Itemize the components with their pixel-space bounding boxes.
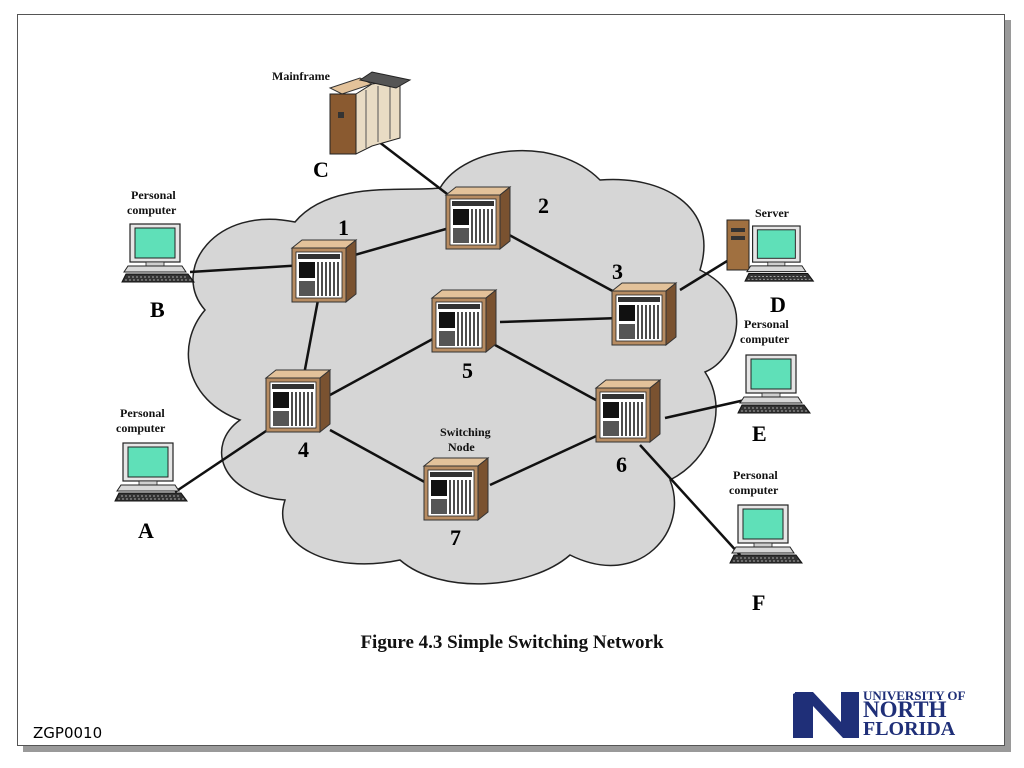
node-number-4: 4 bbox=[298, 437, 309, 462]
link-4-a bbox=[174, 423, 276, 494]
node-number-7: 7 bbox=[450, 525, 461, 550]
link-1-4 bbox=[301, 299, 320, 381]
unf-n-logo-icon bbox=[793, 692, 859, 738]
university-logo: UNIVERSITY OF NORTH FLORIDA bbox=[793, 688, 993, 740]
logo-line1: UNIVERSITY OF bbox=[863, 688, 966, 703]
pc-b-icon bbox=[121, 223, 195, 283]
mainframe-letter: C bbox=[313, 157, 329, 182]
switching-node-6 bbox=[595, 379, 661, 443]
slide-id: ZGP0010 bbox=[33, 724, 103, 742]
pc-b-label-line1: Personal bbox=[131, 188, 176, 202]
switching-node-2 bbox=[445, 186, 511, 250]
switching-node-7 bbox=[423, 457, 489, 521]
switching-node-label-line2: Node bbox=[448, 440, 475, 454]
pc-a-letter: A bbox=[138, 518, 154, 543]
switching-node-label-line1: Switching bbox=[440, 425, 491, 439]
mainframe-icon bbox=[328, 71, 412, 155]
server-icon bbox=[726, 219, 814, 282]
network-links bbox=[174, 134, 746, 556]
logo-line3: FLORIDA bbox=[863, 718, 956, 740]
switching-node-3 bbox=[611, 282, 677, 346]
server-letter: D bbox=[770, 292, 786, 317]
pc-e-letter: E bbox=[752, 421, 767, 446]
link-4-5 bbox=[329, 333, 441, 397]
node-number-6: 6 bbox=[616, 452, 627, 477]
node-number-3: 3 bbox=[612, 259, 623, 284]
pc-f-icon bbox=[729, 504, 803, 564]
link-5-6 bbox=[494, 343, 606, 407]
switching-node-5 bbox=[431, 289, 497, 353]
pc-e-icon bbox=[737, 354, 811, 414]
pc-a-label-line1: Personal bbox=[120, 406, 165, 420]
pc-f-label-line2: computer bbox=[729, 483, 779, 497]
pc-b-label-line2: computer bbox=[127, 203, 177, 217]
link-2-3 bbox=[499, 228, 621, 297]
switching-node-1 bbox=[291, 239, 357, 303]
pc-a-label-line2: computer bbox=[116, 421, 166, 435]
pc-e-label-line2: computer bbox=[740, 332, 790, 346]
link-5-3 bbox=[499, 316, 621, 324]
logo-line2: NORTH bbox=[863, 697, 947, 722]
link-6-e bbox=[664, 398, 746, 420]
link-6-f bbox=[639, 444, 741, 556]
node-number-2: 2 bbox=[538, 193, 549, 218]
node-number-1: 1 bbox=[338, 215, 349, 240]
pc-e-label-line1: Personal bbox=[744, 317, 789, 331]
link-c-2 bbox=[369, 134, 456, 201]
pc-f-label-line1: Personal bbox=[733, 468, 778, 482]
node-number-5: 5 bbox=[462, 358, 473, 383]
pc-b-letter: B bbox=[150, 297, 165, 322]
link-7-6 bbox=[489, 430, 606, 487]
mainframe-label: Mainframe bbox=[272, 69, 331, 83]
figure-caption: Figure 4.3 Simple Switching Network bbox=[360, 632, 664, 653]
switching-node-4 bbox=[265, 369, 331, 433]
link-4-7 bbox=[329, 428, 431, 487]
link-b-1 bbox=[189, 263, 306, 274]
pc-f-letter: F bbox=[752, 590, 765, 615]
server-label: Server bbox=[755, 206, 790, 220]
